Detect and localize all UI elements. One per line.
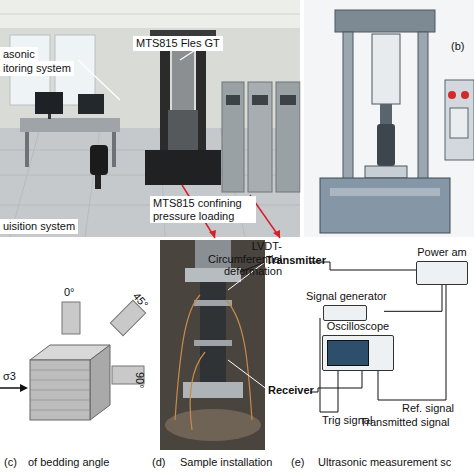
signal-wire	[384, 285, 442, 312]
device-label: Oscilloscope	[318, 320, 398, 333]
angle-label: 90°	[133, 372, 146, 389]
scope-screen	[327, 340, 369, 366]
panel-letter: (e)	[291, 456, 304, 469]
panel-letter: (b)	[451, 40, 464, 53]
panel-letter: (d)	[152, 456, 165, 469]
device-body	[323, 305, 367, 321]
bedding-angle-sketch	[0, 300, 146, 420]
equipment-label: MTS815 Fles GT	[133, 36, 223, 51]
device-body	[322, 335, 394, 371]
lab-photo	[0, 0, 300, 238]
signal-generator: Signal generator	[306, 290, 384, 321]
equipment-label: MTS815 confining pressure loading	[150, 196, 256, 223]
panel-caption: Ultrasonic measurement sc	[318, 456, 451, 469]
transducer-label: Transmitter	[266, 254, 326, 267]
signal-name: Ref. signal	[402, 402, 454, 415]
callout-label: itoring system	[0, 61, 74, 76]
oscilloscope: Oscilloscope	[318, 320, 398, 371]
device-label: Power am	[410, 246, 474, 259]
panel-letter: (c)	[4, 456, 17, 469]
panel-caption: Sample installation	[180, 456, 272, 469]
wire-path	[384, 285, 442, 312]
device-label: Signal generator	[306, 290, 384, 303]
transducer-label: Receiver	[268, 384, 314, 397]
panel-caption: of bedding angle	[28, 456, 109, 469]
angle-label: 0°	[64, 286, 75, 299]
callout-label: uisition system	[0, 219, 78, 234]
stress-symbol: σ3	[3, 370, 16, 383]
callout-label: asonic	[0, 47, 38, 62]
signal-name: Transmitted signal	[360, 416, 449, 429]
loading-frame-drawing	[304, 0, 474, 237]
power-amplifier: Power am	[410, 246, 474, 285]
device-body	[416, 261, 468, 285]
